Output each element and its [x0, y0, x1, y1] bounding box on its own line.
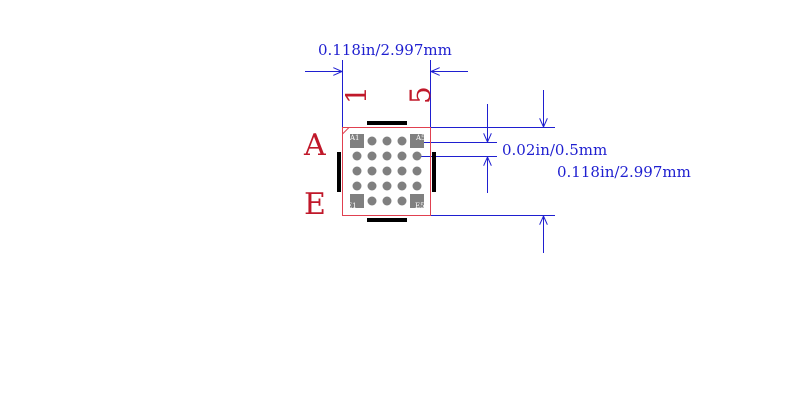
silkscreen [337, 121, 436, 222]
silkscreen-top-bar [367, 121, 407, 125]
column-label-last: 5 [404, 86, 437, 104]
ball-pad [382, 196, 392, 206]
ball-pad [397, 166, 407, 176]
ball-pad [367, 151, 377, 161]
ball-pad [397, 151, 407, 161]
pad-label-bottom-right: E5 [415, 202, 425, 210]
pin1-marker [342, 127, 350, 135]
ball-pad [382, 181, 392, 191]
ball-pad [412, 181, 422, 191]
width-dimension-label: 0.118in/2.997mm [318, 41, 452, 59]
silkscreen-right-bar [432, 152, 436, 192]
ball-pad [367, 196, 377, 206]
row-label-last: E [304, 187, 326, 222]
pad-label-bottom-left: E1 [347, 202, 357, 210]
pitch-dimension-label: 0.02in/0.5mm [502, 141, 607, 159]
ball-pad [352, 166, 362, 176]
height-dimension-label: 0.118in/2.997mm [557, 163, 691, 181]
ball-pad [382, 166, 392, 176]
ball-pad [352, 151, 362, 161]
ball-pad [412, 151, 422, 161]
corner-pad [410, 194, 424, 208]
ball-pad [367, 136, 377, 146]
column-label-first: 1 [340, 86, 373, 104]
corner-pad [350, 194, 364, 208]
ball-pad [367, 181, 377, 191]
ball-pad [352, 181, 362, 191]
corner-pad [410, 134, 424, 148]
row-label-first: A [303, 128, 326, 163]
pad-label-top-right: A5 [415, 134, 426, 142]
ball-pad [382, 151, 392, 161]
ball-pad [397, 196, 407, 206]
ball-pad [397, 136, 407, 146]
ball-pad [367, 166, 377, 176]
package-outline [342, 127, 431, 216]
silkscreen-bottom-bar [367, 218, 407, 222]
silkscreen-left-bar [337, 152, 341, 192]
pitch-dimension [416, 104, 497, 193]
ball-pad [382, 136, 392, 146]
pad-grid [350, 134, 424, 208]
ball-pad [412, 166, 422, 176]
ball-pad [397, 181, 407, 191]
pad-label-top-left: A1 [349, 134, 360, 142]
height-dimension [430, 90, 555, 253]
corner-pad [350, 134, 364, 148]
